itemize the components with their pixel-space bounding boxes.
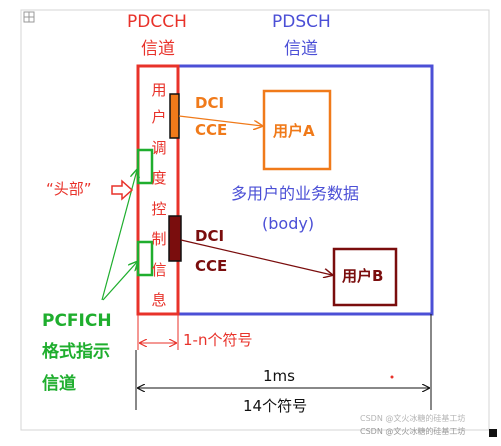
pcfich-label-3: 信道 (42, 374, 76, 394)
dci-top-label: DCI (195, 94, 225, 112)
dci-block-bottom (168, 215, 182, 262)
cce-top-label: CCE (195, 121, 228, 139)
pdcch-vchar-7: 信 (151, 261, 167, 279)
watermark-1: CSDN @文火冰糖的硅基工坊 (360, 414, 466, 423)
dim-1ms-label: 1ms (263, 367, 295, 385)
dci-block-top (169, 93, 180, 139)
pdcch-vchar-4: 度 (151, 169, 167, 187)
header-pointer-icon (111, 179, 134, 201)
dim-14-label: 14个符号 (243, 397, 308, 415)
pdcch-vchar-1: 用 (151, 81, 167, 99)
corner-marker (489, 429, 497, 437)
pdcch-vchar-8: 息 (151, 291, 167, 309)
pcfich-box-1 (136, 148, 154, 185)
pdcch-region (136, 64, 180, 316)
user-a-box (262, 89, 332, 171)
pdcch-vchar-3: 调 (151, 139, 167, 157)
pcfich-label-2: 格式指示 (42, 342, 110, 362)
outer-frame (20, 9, 490, 431)
pcfich-box-2 (136, 240, 154, 277)
user-a-label: 用户A (273, 122, 315, 140)
pdsch-subtitle: 信道 (284, 39, 318, 59)
pdcch-vchar-5: 控 (151, 200, 167, 218)
arrow-dci-to-user-a (178, 115, 262, 126)
pdsch-body-label: (body) (262, 214, 315, 233)
watermark-2: CSDN @文火冰糖的硅基工坊 (360, 427, 466, 436)
arrow-pcfich-2 (102, 262, 137, 301)
arrow-dci-to-user-b (180, 239, 332, 275)
pdcch-subtitle: 信道 (141, 39, 175, 59)
pdcch-vchar-6: 制 (151, 230, 167, 248)
pdsch-title: PDSCH (272, 12, 331, 32)
pdcch-vchar-2: 户 (151, 108, 167, 126)
pdcch-title: PDCCH (127, 12, 187, 32)
header-label: “头部” (46, 180, 92, 198)
pcfich-label-1: PCFICH (42, 311, 112, 331)
cce-bottom-label: CCE (195, 257, 228, 275)
user-b-label: 用户B (342, 267, 384, 285)
move-handle-icon (23, 11, 35, 23)
pdsch-body-text: 多用户的业务数据 (231, 184, 360, 203)
dim-1n-label: 1-n个符号 (183, 331, 253, 349)
dci-bottom-label: DCI (195, 227, 225, 245)
